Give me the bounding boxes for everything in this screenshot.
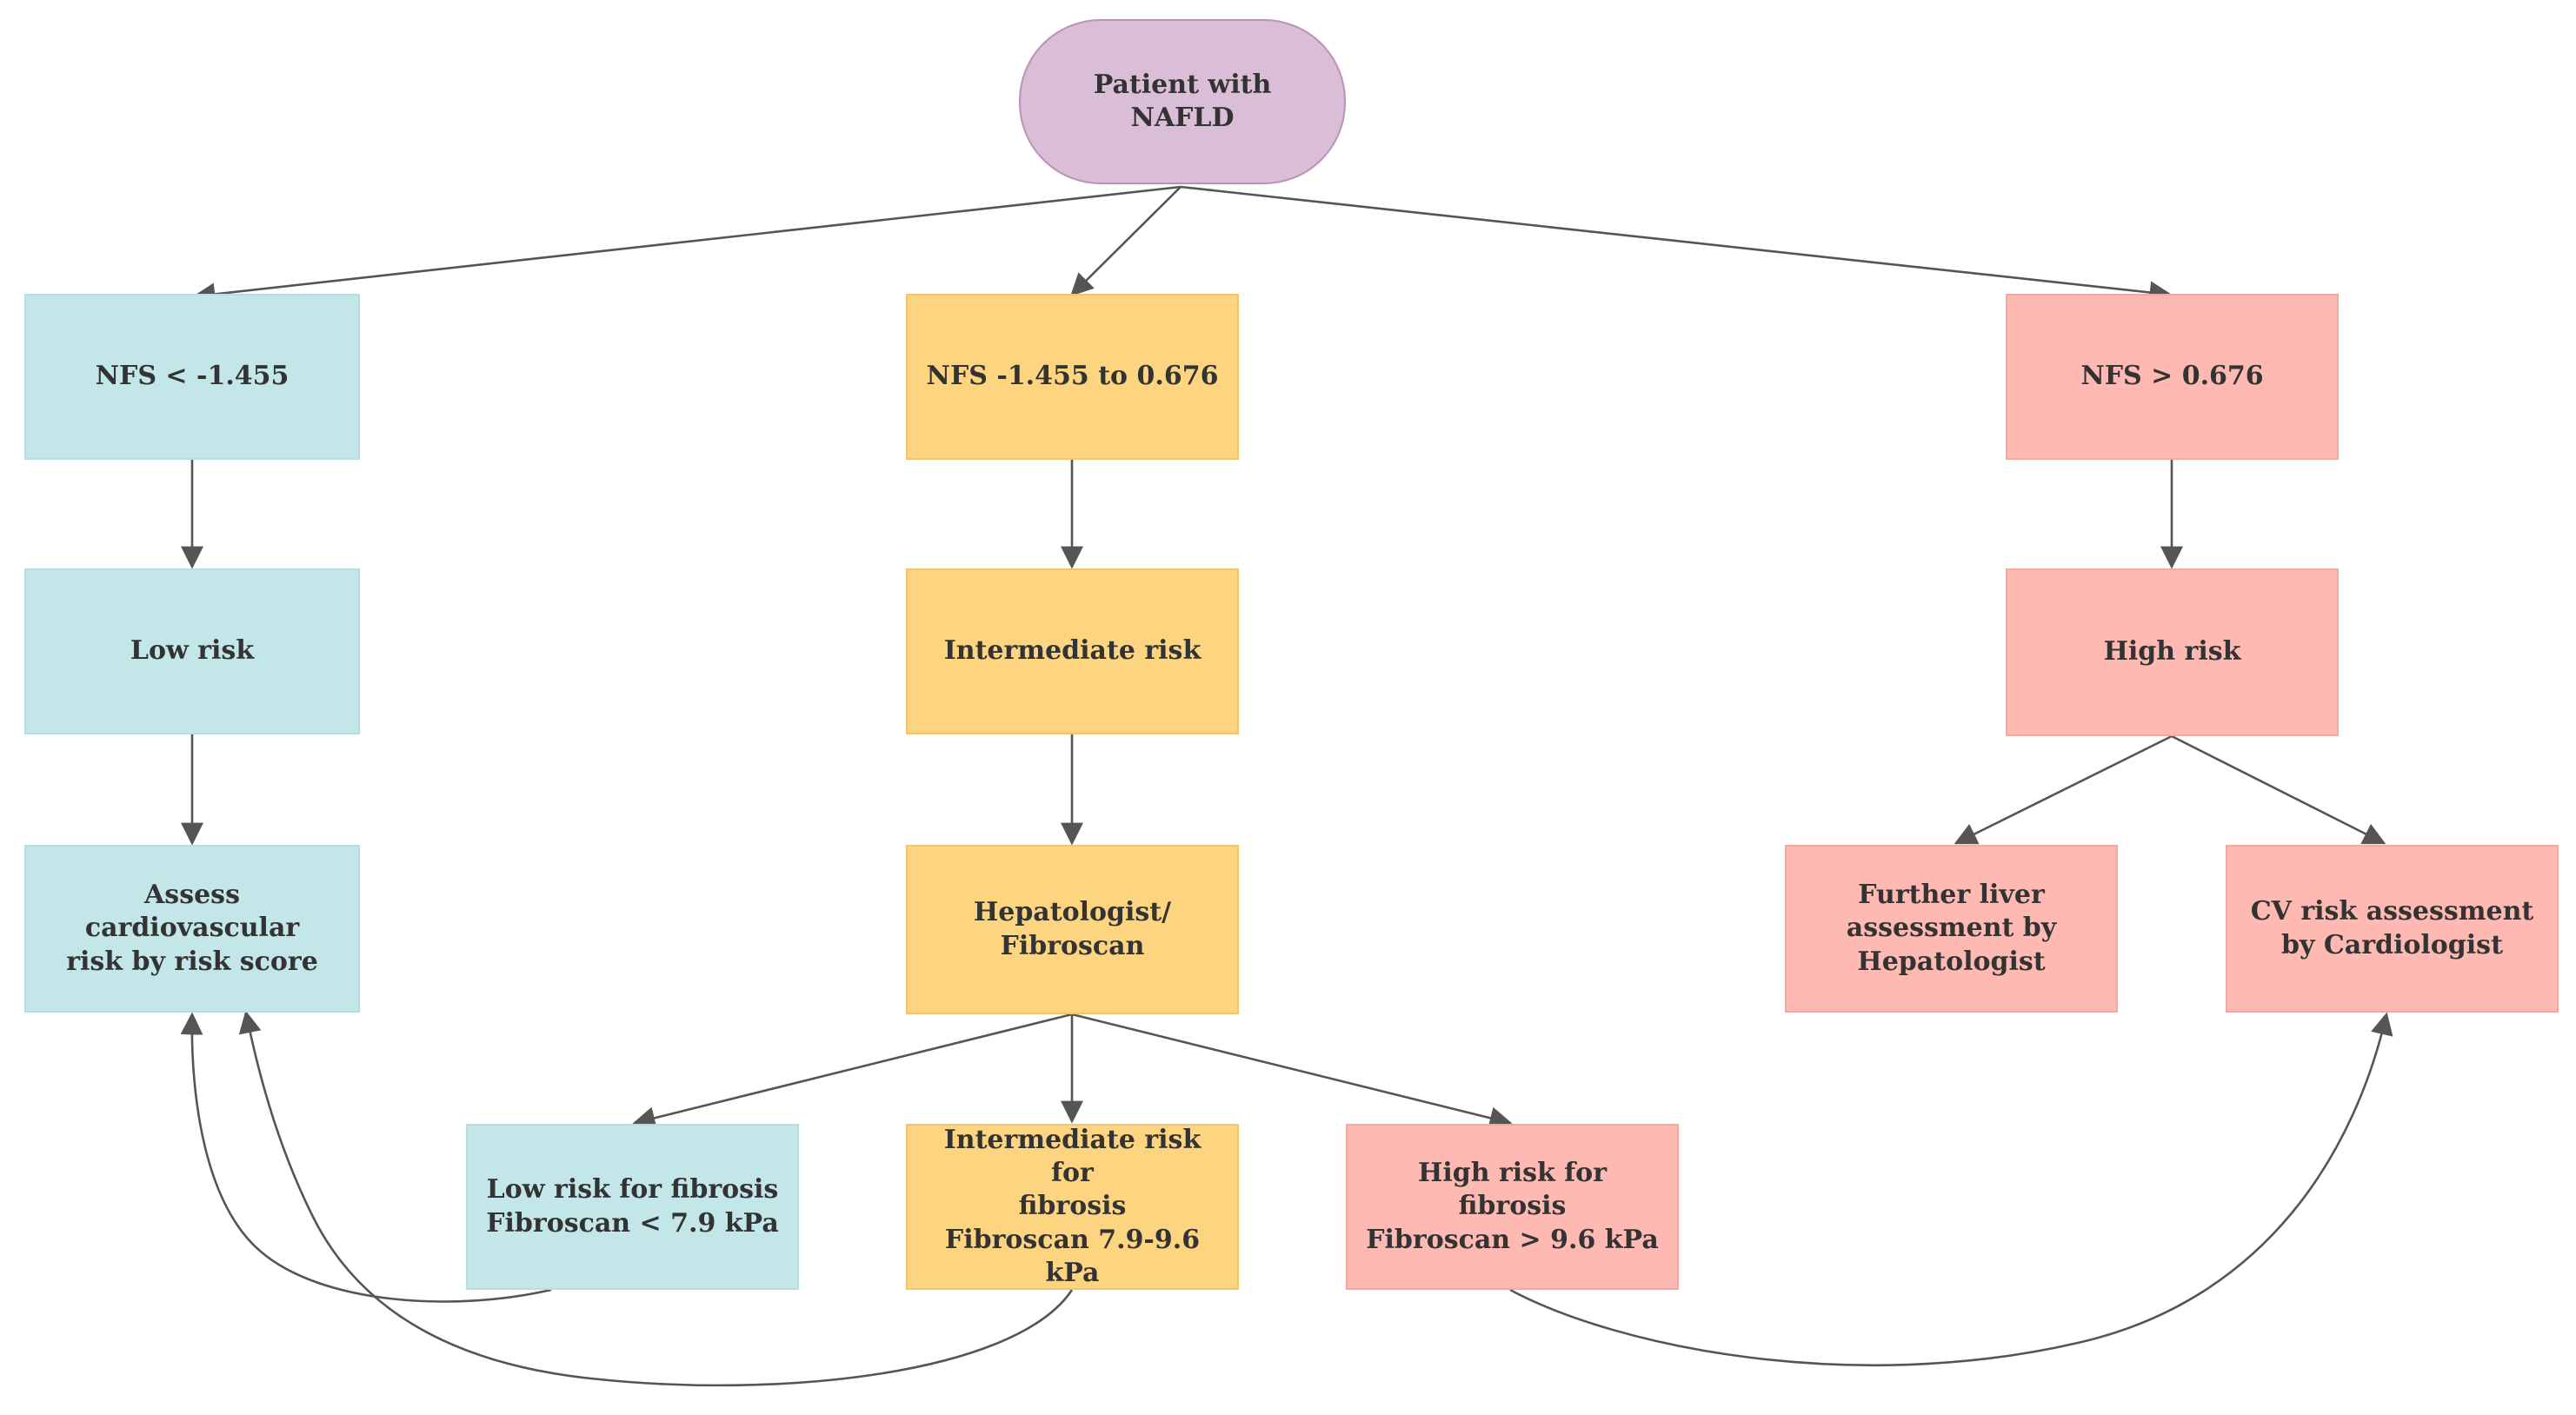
node-further-liver-assessment: Further liver assessment by Hepatologist [1785, 845, 2118, 1013]
node-high-risk-fibrosis: High risk for fibrosis Fibroscan > 9.6 k… [1346, 1124, 1679, 1290]
arrow-high-risk-to-liver-assessment [1954, 734, 2173, 845]
node-low-risk: Low risk [24, 568, 360, 734]
node-cv-risk-assessment: CV risk assessment by Cardiologist [2226, 845, 2559, 1013]
arrow-start-to-nfs-high [1180, 185, 2173, 304]
node-hepatologist-fibroscan: Hepatologist/ Fibroscan [906, 845, 1239, 1014]
arrow-hepatologist-to-high-fibrosis [1071, 1013, 1513, 1129]
node-low-risk-fibrosis: Low risk for fibrosis Fibroscan < 7.9 kP… [466, 1124, 799, 1290]
node-nfs-high: NFS > 0.676 [2006, 294, 2339, 460]
arrow-start-to-nfs-intermediate [1070, 186, 1181, 296]
node-intermediate-risk-fibrosis: Intermediate risk for fibrosis Fibroscan… [906, 1124, 1239, 1290]
start-node-patient-with-nafld: Patient with NAFLD [1019, 19, 1346, 184]
arrow-low-fibrosis-to-assess-cv [180, 1012, 552, 1303]
node-assess-cardiovascular-risk: Assess cardiovascular risk by risk score [24, 845, 360, 1013]
arrow-high-risk-to-cv-assessment [2171, 734, 2386, 845]
node-high-risk: High risk [2006, 568, 2339, 736]
arrow-intermediate-fibrosis-to-assess-cv [238, 1010, 1074, 1387]
node-intermediate-risk: Intermediate risk [906, 568, 1239, 734]
node-nfs-low: NFS < -1.455 [24, 294, 360, 460]
node-nfs-intermediate: NFS -1.455 to 0.676 [906, 294, 1239, 460]
arrow-high-fibrosis-to-cv-assessment [1509, 1012, 2393, 1367]
arrow-hepatologist-to-low-fibrosis [632, 1013, 1073, 1129]
arrow-start-to-nfs-low [192, 185, 1181, 306]
